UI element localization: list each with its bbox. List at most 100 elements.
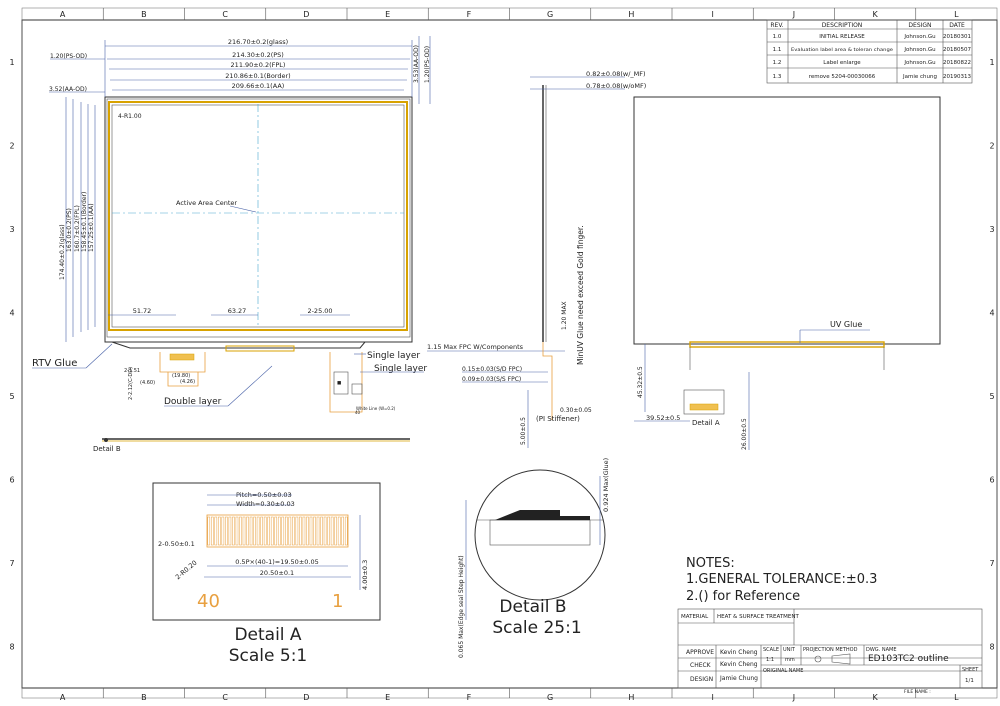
- drawing-frame: [21, 7, 998, 699]
- grid-col-label: H: [628, 10, 634, 19]
- stiffener-dim: 0.30±0.05: [560, 407, 592, 414]
- fpc-sd-thickness: 0.15±0.03(S/D FPC): [462, 366, 522, 373]
- dim-border-width: 210.86±0.1(Border): [225, 72, 290, 80]
- back-dim-3952: 39.52±0.5: [646, 414, 680, 422]
- rev-row-3-design: Johnson.Gu: [903, 60, 935, 66]
- rev-row-2-design: Johnson.Gu: [903, 47, 935, 53]
- grid-row-label: 8: [989, 642, 994, 651]
- detail-a-pin-40: 40: [197, 591, 220, 612]
- grid-row-label: 7: [9, 559, 14, 568]
- gold-finger-pin: [292, 516, 295, 546]
- rev-row-2-rev: 1.1: [773, 47, 782, 53]
- gold-finger-pin: [274, 516, 278, 546]
- dim-63-27: 63.27: [228, 307, 247, 315]
- gold-finger-pin: [207, 516, 211, 546]
- rev-header-design: DESIGN: [908, 22, 931, 29]
- fpc-dim-c-dd: 2-2.12(C-DD): [128, 367, 134, 400]
- detail-a-width: Width=0.30±0.03: [236, 500, 295, 508]
- uv-glue-label: UV Glue: [830, 320, 862, 329]
- detail-b: 0.924 Max(Glue) 0.065 Max(Edge seal Step…: [458, 458, 610, 658]
- gold-finger-pin: [344, 516, 348, 546]
- gold-finger-pin: [218, 516, 221, 546]
- gold-finger-pin: [242, 516, 246, 546]
- fpc-dim-426: (4.26): [180, 379, 195, 385]
- gold-finger-pin: [309, 516, 313, 546]
- grid-col-label: J: [792, 10, 795, 19]
- gold-finger-pin: [210, 516, 214, 546]
- active-area-center-label: Active Area Center: [176, 199, 237, 207]
- dim-aa-width: 209.66±0.1(AA): [232, 82, 285, 90]
- dim-ps-width: 214.30±0.2(PS): [232, 51, 284, 59]
- detail-a-pins: [207, 516, 348, 546]
- detail-a-radius: 2-R0.20: [174, 559, 199, 582]
- grid-col-label: C: [222, 693, 228, 702]
- tb-projection-label: PROJECTION METHOD: [803, 647, 858, 653]
- rev-row-4-design: Jamie chung: [902, 74, 937, 80]
- gold-finger-pin: [239, 516, 242, 546]
- grid-col-label: F: [467, 10, 472, 19]
- stiffener-label: (PI Stiffener): [536, 415, 580, 423]
- grid-row-label: 4: [989, 308, 994, 317]
- gold-finger-pin: [267, 516, 270, 546]
- dim-aa-od-left: 3.52(AA-OD): [49, 86, 87, 93]
- rev-row-2-date: 20180507: [943, 47, 971, 53]
- gold-finger-pin: [263, 516, 267, 546]
- double-layer-label: Double layer: [164, 397, 222, 407]
- rev-row-3-rev: 1.2: [773, 60, 782, 66]
- tb-sheet-value: 1/1: [965, 678, 974, 684]
- gold-finger-pin: [253, 516, 256, 546]
- grid-row-label: 1: [989, 58, 994, 67]
- tb-design-name: Jamie Chung: [719, 675, 758, 682]
- tb-sheet-label: SHEET: [962, 667, 979, 673]
- gold-finger-pin: [316, 516, 320, 546]
- notes: NOTES: 1.GENERAL TOLERANCE:±0.3 2.() for…: [686, 556, 877, 604]
- gold-finger-pin: [256, 516, 260, 546]
- gold-finger-pin: [232, 516, 235, 546]
- rev-row-3-date: 20180822: [943, 60, 971, 66]
- back-dim-2600: 26.00±0.5: [741, 418, 748, 450]
- side-dim-without-mf: 0.78±0.08(w/oMF): [586, 82, 646, 90]
- grid-col-label: L: [954, 693, 959, 702]
- grid-row-label: 6: [9, 475, 14, 484]
- side-max-120: 1.20 MAX: [561, 301, 568, 330]
- grid-col-label: A: [60, 693, 66, 702]
- notes-title: NOTES:: [686, 556, 735, 571]
- notes-line-1: 1.GENERAL TOLERANCE:±0.3: [686, 572, 877, 587]
- gold-finger-pin: [330, 516, 334, 546]
- grid-col-label: C: [222, 10, 228, 19]
- grid-col-label: E: [385, 693, 390, 702]
- grid-col-label: K: [873, 693, 879, 702]
- rev-row-1-design: Johnson.Gu: [903, 34, 935, 40]
- dim-fpl-height: 160.7±0.2(FPL): [74, 205, 81, 252]
- rev-row-2-description: Evaluation label area & toleran change: [791, 47, 893, 53]
- dim-aa-height: 157.25±0.1(AA): [88, 203, 95, 252]
- dim-fpl-width: 211.90±0.2(FPL): [231, 61, 286, 69]
- grid-col-label: I: [711, 10, 713, 19]
- tb-approve-name: Kevin Cheng: [720, 649, 758, 656]
- gold-finger-pin: [277, 516, 281, 546]
- grid-col-label: E: [385, 10, 390, 19]
- tb-original-label: ORIGINAL NAME: [763, 668, 803, 674]
- tb-check-name: Kevin Cheng: [720, 661, 758, 668]
- detail-a-left-dim: 2-0.50±0.1: [158, 540, 195, 548]
- detail-b-title: Detail B: [499, 597, 566, 617]
- tb-unit-label: UNIT: [783, 647, 796, 653]
- white-line-label: White Line (W=0.2): [356, 406, 396, 411]
- detail-a-right-dim: 4.00±0.3: [361, 560, 369, 590]
- back-view: UV Glue Detail A 45.32±0.5 39.52±0.5 26.…: [633, 96, 941, 450]
- tb-approve-label: APPROVE: [686, 649, 714, 656]
- rev-row-3-description: Label enlarge: [823, 60, 861, 66]
- grid-row-label: 5: [989, 392, 994, 401]
- single-layer-label-2: Single layer: [374, 364, 427, 374]
- notes-line-2: 2.() for Reference: [686, 589, 800, 604]
- detail-a-scale: Scale 5:1: [229, 646, 308, 666]
- projection-symbol-circle: [814, 655, 822, 663]
- front-view: Active Area Center 4-R1.00 216.70±0.2(gl…: [32, 36, 431, 453]
- fpc-label-40: 40: [355, 410, 361, 415]
- grid-row-label: 4: [9, 308, 14, 317]
- grid-col-label: I: [711, 693, 713, 702]
- gold-finger-pin: [341, 516, 345, 546]
- fpc-label-small: ■: [337, 381, 341, 386]
